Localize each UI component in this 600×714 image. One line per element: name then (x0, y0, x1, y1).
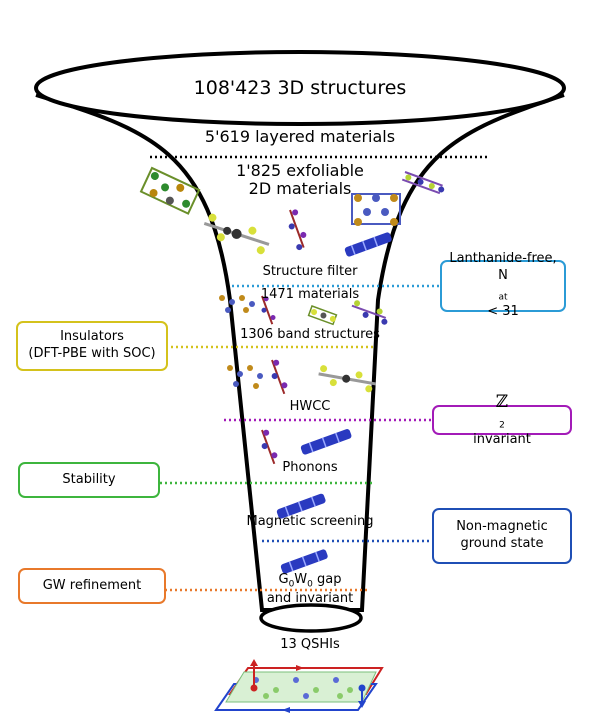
crystal-structure-icon-6 (344, 232, 392, 257)
gw-gap-w-sub: 0 (307, 579, 313, 590)
crystal-structure-icon-9 (307, 305, 338, 326)
stability-text: Stability (62, 471, 116, 487)
non-magnetic-line-1: Non-magnetic (456, 519, 548, 535)
crystal-structure-icon-10 (351, 300, 388, 325)
total-structures-label: 108'423 3D structures (193, 77, 407, 99)
gw-refinement-box: GW refinement (18, 568, 166, 604)
non-magnetic-line-2: ground state (460, 536, 544, 551)
funnel-bottom-ellipse (259, 603, 363, 633)
phonons-label: Phonons (282, 460, 338, 475)
gw-gap-label: G0W0 gap (210, 572, 410, 590)
qshi-count-label: 13 QSHIs (280, 637, 340, 652)
exfoliable-line-2: 2D materials (248, 179, 352, 199)
hwcc-label: HWCC (289, 399, 331, 414)
structure-filter-label: Structure filter (262, 264, 358, 279)
exfoliable-line-1: 1'825 exfoliable (236, 161, 364, 180)
crystal-structure-icon-3 (203, 213, 270, 255)
gw-gap-rest: gap (312, 572, 342, 587)
stability-box: Stability (18, 462, 160, 498)
crystal-structure-icon-16 (276, 493, 326, 519)
insulators-box: Insulators (DFT-PBE with SOC) (16, 321, 168, 371)
magnetic-screening-label: Magnetic screening (246, 514, 374, 529)
crystal-structure-icon-17 (280, 549, 328, 574)
funnel-top-ellipse (34, 50, 566, 126)
gw-gap-w: W (294, 572, 308, 587)
gw-refinement-text: GW refinement (42, 577, 142, 593)
crystal-structure-icon-13 (318, 365, 376, 393)
gw-gap-g-sub: 0 (288, 579, 295, 590)
non-magnetic-box: Non-magnetic ground state (432, 508, 572, 564)
crystal-structure-icon-7 (219, 295, 255, 313)
crystal-structure-icon-14 (261, 429, 278, 465)
crystal-structure-icon-15 (300, 429, 352, 455)
crystal-structure-icon-12 (271, 359, 288, 395)
lanthanide-line-1: Lanthanide-free, (449, 251, 557, 267)
materials-count-label: 1471 materials (260, 287, 360, 302)
exfoliable-label: 1'825 exfoliable 2D materials (0, 161, 600, 199)
layered-materials-label: 5'619 layered materials (204, 127, 396, 146)
qshi-edge-state-illustration (214, 659, 384, 713)
insulators-line-2: (DFT-PBE with SOC) (28, 346, 156, 361)
and-invariant-label: and invariant (266, 591, 354, 606)
gw-gap-g: G (278, 572, 289, 587)
crystal-structure-icon-1 (139, 166, 201, 215)
insulators-line-1: Insulators (60, 329, 124, 345)
crystal-structure-icon-11 (227, 365, 263, 389)
crystal-structure-icon-2 (401, 171, 445, 195)
crystal-structure-icon-8 (261, 295, 276, 325)
crystal-structure-icon-5 (351, 193, 401, 226)
band-structures-label: 1306 band structures (240, 327, 380, 342)
crystal-structure-icon-4 (288, 209, 307, 251)
